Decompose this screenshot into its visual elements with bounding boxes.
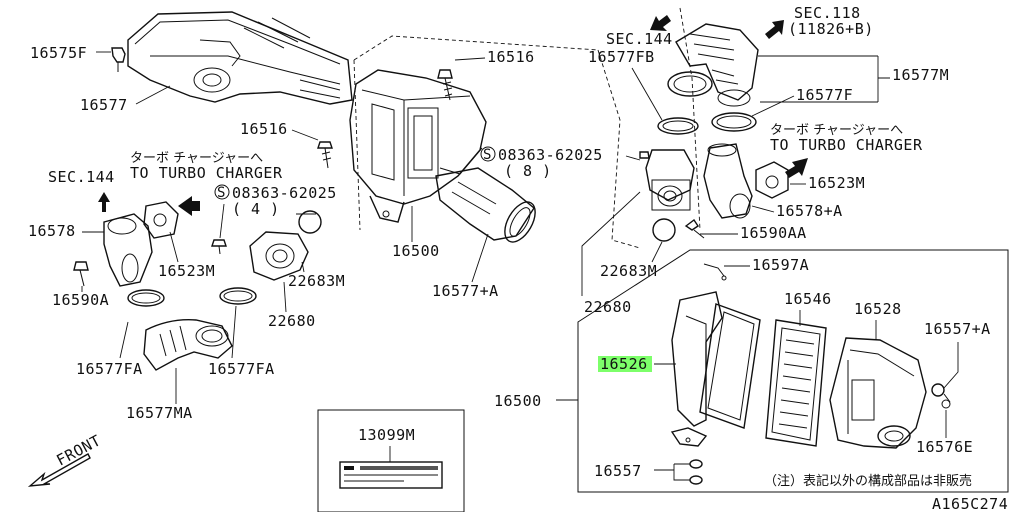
air-cleaner-assembly-16500-icon	[349, 69, 487, 223]
label-16577f[interactable]: 16577F	[796, 86, 853, 104]
screw-16516-left-icon	[317, 141, 333, 169]
svg-text:S: S	[217, 185, 225, 201]
label-16516-top[interactable]: 16516	[487, 48, 535, 66]
label-16578a[interactable]: 16578+A	[776, 202, 843, 220]
label-16575f[interactable]: 16575F	[30, 44, 87, 62]
label-16546[interactable]: 16546	[784, 290, 832, 308]
clamp-16577fa-left-icon	[127, 289, 165, 307]
bolt-16590aa-icon	[684, 218, 705, 239]
label-16577m[interactable]: 16577M	[892, 66, 949, 84]
turbo-outlet-16578-icon	[103, 213, 153, 287]
clamp-16577fa-right-icon	[219, 287, 257, 305]
intake-duct-16577a-icon	[435, 167, 536, 243]
screw-s-left-icon	[211, 239, 227, 255]
label-16577fa-left[interactable]: 16577FA	[76, 360, 143, 378]
label-16590a[interactable]: 16590A	[52, 291, 109, 309]
arrow-icon	[178, 196, 200, 216]
turbo-note-en-right: TO TURBO CHARGER	[770, 136, 923, 154]
arrow-up-left-icon	[650, 15, 671, 31]
label-22683m-left[interactable]: 22683M	[288, 272, 345, 290]
label-16526[interactable]: 16526	[600, 355, 648, 373]
label-16576e[interactable]: 16576E	[916, 438, 973, 456]
label-16577fb[interactable]: 16577FB	[588, 48, 655, 66]
label-qty-8[interactable]: ( 8 )	[504, 162, 552, 180]
label-16577fa-right[interactable]: 16577FA	[208, 360, 275, 378]
label-16578[interactable]: 16578	[28, 222, 76, 240]
air-cleaner-lower-case-16526-icon	[670, 291, 761, 447]
turbo-note-en-left: TO TURBO CHARGER	[130, 164, 283, 182]
label-22680-right[interactable]: 22680	[584, 298, 632, 316]
note-non-sale: （注）表記以外の構成部品は非販売	[764, 473, 972, 489]
turbo-note-kana-right: ターボ チャージャーへ	[770, 123, 903, 138]
air-filter-element-16546-icon	[765, 319, 827, 447]
label-16500-right[interactable]: 16500	[494, 392, 542, 410]
gasket-16523m-right-icon	[755, 161, 789, 199]
label-22683m-right[interactable]: 22683M	[600, 262, 657, 280]
gasket-16523m-left-icon	[143, 201, 179, 239]
label-22680-left[interactable]: 22680	[268, 312, 316, 330]
turbo-pipe-16578a-icon	[703, 143, 753, 219]
clip-16575f-icon	[111, 47, 126, 72]
label-16516-left[interactable]: 16516	[240, 120, 288, 138]
exploded-box	[577, 249, 1009, 493]
label-plate-icon	[339, 461, 443, 489]
label-13099m[interactable]: 13099M	[358, 426, 415, 444]
arrow-up-icon	[98, 192, 110, 212]
screw-16516-top-icon	[437, 69, 453, 101]
clamp-16577fb-icon	[657, 117, 699, 135]
label-qty-4[interactable]: ( 4 )	[232, 200, 280, 218]
mass-air-flow-sensor-22680-left-icon	[249, 231, 309, 281]
turbo-note-kana-left: ターボ チャージャーへ	[130, 151, 263, 166]
air-cleaner-upper-case-16528-icon	[829, 337, 927, 449]
svg-text:S: S	[483, 147, 491, 163]
label-16523m-left[interactable]: 16523M	[158, 262, 215, 280]
label-16590aa[interactable]: 16590AA	[740, 224, 807, 242]
label-sec144-left[interactable]: SEC.144	[48, 168, 115, 186]
label-sec118-ref[interactable]: (11826+B)	[788, 20, 874, 38]
hose-16577ma-icon	[143, 319, 233, 371]
label-16577[interactable]: 16577	[80, 96, 128, 114]
mass-air-flow-sensor-22680-right-icon	[639, 149, 695, 211]
label-sec118[interactable]: SEC.118	[794, 4, 861, 22]
label-sec144-right[interactable]: SEC.144	[606, 30, 673, 48]
clamp-16577f-icon	[711, 112, 757, 132]
label-16577ma[interactable]: 16577MA	[126, 404, 193, 422]
label-08363-right[interactable]: 08363-62025	[498, 146, 603, 164]
label-16597a[interactable]: 16597A	[752, 256, 809, 274]
label-16557a[interactable]: 16557+A	[924, 320, 991, 338]
seal-22683m-left-icon	[298, 210, 322, 234]
clip-16557a-icon	[931, 383, 951, 409]
air-duct-16577-icon	[127, 11, 353, 105]
label-16557[interactable]: 16557	[594, 462, 642, 480]
label-box-13099m	[317, 409, 465, 512]
grommet-16557-icon	[689, 459, 703, 485]
seal-22683m-right-icon	[652, 218, 676, 242]
front-arrow-icon	[27, 453, 91, 487]
label-08363-left[interactable]: 08363-62025	[232, 184, 337, 202]
bolt-16590a-icon	[73, 261, 89, 287]
label-16500-left[interactable]: 16500	[392, 242, 440, 260]
label-16523m-right[interactable]: 16523M	[808, 174, 865, 192]
label-16577a-left[interactable]: 16577+A	[432, 282, 499, 300]
diagram-code: A165C274	[932, 495, 1008, 512]
highlight-16526	[598, 356, 652, 372]
arrow-icon	[785, 158, 808, 178]
pin-16597a-icon	[703, 263, 727, 281]
intake-duct-16577m-icon	[667, 23, 759, 107]
arrow-up-right-icon	[765, 20, 784, 39]
label-16528[interactable]: 16528	[854, 300, 902, 318]
